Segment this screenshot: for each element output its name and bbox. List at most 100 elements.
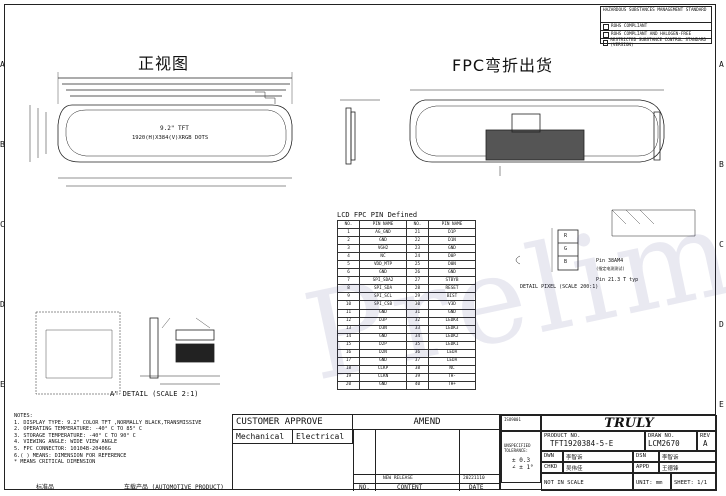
new-release-label: NEW RELEASE <box>383 476 413 481</box>
pin-number-cell: 38 <box>406 364 429 374</box>
detail-pixel-title: DETAIL PIXEL (SCALE 200:1) <box>520 284 599 290</box>
zone-left-e: E <box>0 380 5 389</box>
mechanical-label: Mechanical <box>233 430 293 444</box>
pin-name-cell: CLKP <box>359 364 407 374</box>
draw-no-value: LCM2670 <box>648 439 680 448</box>
chkd-value: 吴伟佳 <box>563 462 633 473</box>
pin-name-cell: GND <box>359 236 407 246</box>
pin-number-cell: 3 <box>337 244 360 254</box>
detail-a-title: A" DETAIL (SCALE 2:1) <box>110 390 199 398</box>
dsn-value: 李智诉 <box>659 451 717 462</box>
pin-name-cell: NC <box>359 252 407 262</box>
front-view-title: 正视图 <box>138 54 190 73</box>
hazard-standard-box: HAZARDOUS SUBSTANCES MANAGEMENT STANDARD… <box>600 6 712 48</box>
pin-number-cell: 13 <box>337 324 360 334</box>
pin-name-cell: D0N <box>428 260 476 270</box>
amend-row-line <box>353 474 501 475</box>
pin-number-cell: 20 <box>337 380 360 390</box>
rev-label: REV <box>700 433 710 439</box>
sheet-label: SHEET: 1/1 <box>671 473 717 491</box>
hazard-row-rohs: ROHS COMPLIANT <box>601 22 711 30</box>
zone-right-c: C <box>719 240 724 249</box>
pin-name-cell: LEDK3 <box>428 324 476 334</box>
pin-number-cell: 35 <box>406 340 429 350</box>
pin-name-cell: SPI_CSB <box>359 300 407 310</box>
pin-name-cell: GND <box>359 268 407 278</box>
pin-name-cell: D2N <box>359 348 407 358</box>
pin-table-title: LCD FPC PIN Defined <box>337 211 418 219</box>
pin-name-cell: GND <box>359 356 407 366</box>
fpc-bend-title: FPC弯折出货 <box>452 56 554 75</box>
automotive-product-label: 车载产品 (AUTOMOTIVE PRODUCT) <box>124 484 224 491</box>
amend-header: AMEND <box>353 415 501 430</box>
pin-name-cell: LEDK2 <box>428 332 476 342</box>
hazard-row-halogen: ROHS COMPLIANT AND HALOGEN-FREE <box>601 30 711 38</box>
notes-block: NOTES: 1. DISPLAY TYPE: 9.2" COLOR TFT ,… <box>14 413 201 466</box>
tolerance-angular: ∠ ± 1° <box>512 464 534 471</box>
pixel-note-2: (指定电测测试) <box>596 266 625 271</box>
note-line-7: * MEANS CRITICAL DIMENSION <box>14 459 96 466</box>
pin-name-cell: LEDK4 <box>428 316 476 326</box>
zone-left-d: D <box>0 300 5 309</box>
pin-name-cell: GND <box>428 308 476 318</box>
pin-number-cell: 36 <box>406 348 429 358</box>
pin-number-cell: 33 <box>406 324 429 334</box>
pin-number-cell: 14 <box>337 332 360 342</box>
note-line-5: 5. FPC CONNECTOR: 10104B-20406G <box>14 445 111 452</box>
product-no-label: PRODUCT NO. <box>544 433 581 439</box>
panel-size-label: 9.2" TFT <box>160 125 189 132</box>
pin-number-cell: 25 <box>406 260 429 270</box>
zone-left-a: A <box>0 60 5 69</box>
pin-name-cell: VGH2 <box>359 244 407 254</box>
pin-number-cell: 39 <box>406 372 429 382</box>
pin-number-cell: 23 <box>406 244 429 254</box>
standard-product-label: 标准品 <box>36 484 55 491</box>
pin-number-cell: 5 <box>337 260 360 270</box>
pin-name-cell: D2P <box>359 340 407 350</box>
pin-number-cell: 27 <box>406 276 429 286</box>
customer-approval-box: CUSTOMER APPROVE AMEND Mechanical Electr… <box>232 414 501 491</box>
truly-logo: TRULY <box>541 415 717 431</box>
appd-value: 王德锋 <box>659 462 717 473</box>
col-content-label: CONTENT <box>397 484 423 491</box>
pin-name-cell: D0P <box>428 252 476 262</box>
note-line-2: 2. OPERATING TEMPERATURE: -40° C TO 85° … <box>14 426 143 433</box>
zone-right-b: B <box>719 160 724 169</box>
pin-name-cell: GND <box>359 380 407 390</box>
hazard-title: HAZARDOUS SUBSTANCES MANAGEMENT STANDARD <box>603 8 707 13</box>
pixel-b-label: B <box>564 259 568 265</box>
amend-col-line-2 <box>459 430 460 491</box>
pin-name-cell: STBYB <box>428 276 476 286</box>
pin-number-cell: 24 <box>406 252 429 262</box>
pixel-note-3: Pin 21.3 T typ <box>596 277 639 283</box>
release-date: 20221110 <box>463 476 485 481</box>
product-no-value: TFT1920384-5-E <box>550 439 614 448</box>
col-date-label: DATE <box>469 484 484 491</box>
note-line-4: 4. VIEWING ANGLE: WIDE VIEW ANGLE <box>14 439 118 446</box>
pin-name-cell: TH+ <box>428 380 476 390</box>
pin-number-cell: 6 <box>337 268 360 278</box>
pin-number-cell: 19 <box>337 372 360 382</box>
pin-name-cell: LEDA <box>428 356 476 366</box>
pin-table-header-cell: NO. <box>406 219 429 230</box>
zone-right-a: A <box>719 60 724 69</box>
amend-divider <box>353 430 354 491</box>
pin-table-header-cell: NO. <box>337 219 360 230</box>
rev-value: A <box>703 439 708 448</box>
scale-label: NOT IN SCALE <box>541 473 633 491</box>
pin-number-cell: 26 <box>406 268 429 278</box>
zone-left-b: B <box>0 140 5 149</box>
pin-number-cell: 4 <box>337 252 360 262</box>
tolerance-label: UNSPECIFIED TOLERANCE: <box>504 443 531 453</box>
pin-number-cell: 30 <box>406 300 429 310</box>
